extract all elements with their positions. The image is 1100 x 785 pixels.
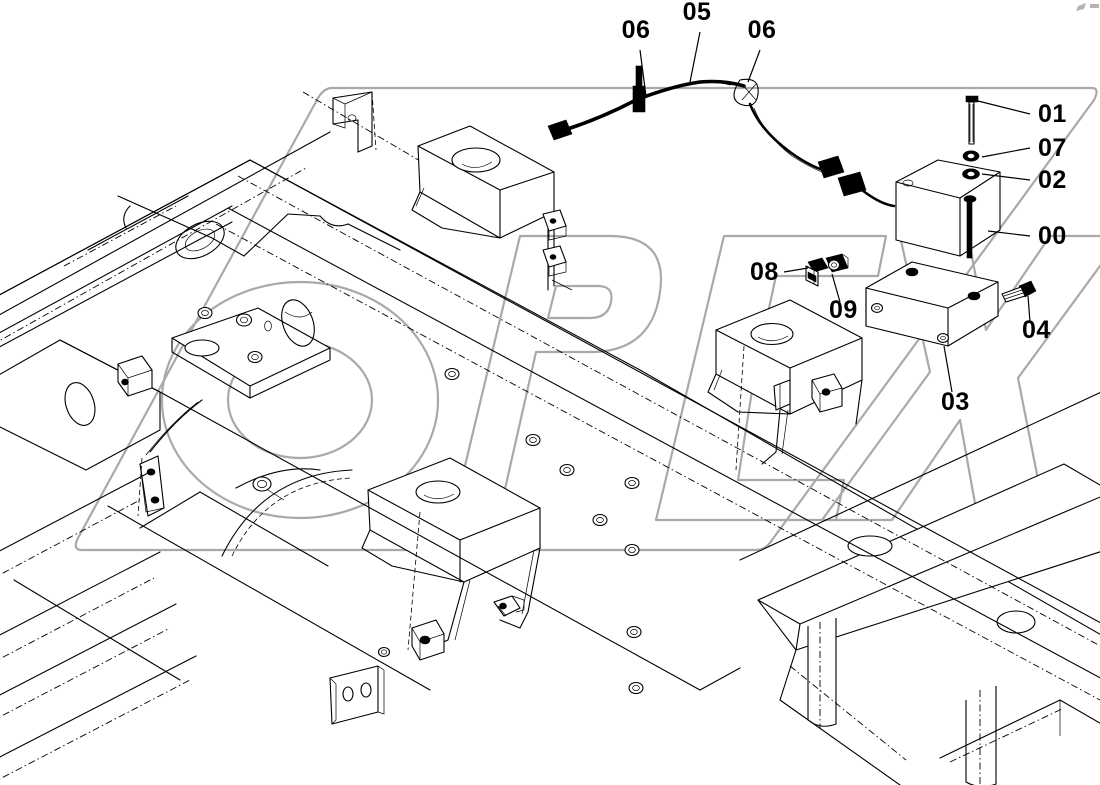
callout-09[interactable]: 09 <box>829 273 858 324</box>
corner-artifact-icon <box>1076 3 1099 11</box>
long-bolt-01 <box>965 95 979 145</box>
callout-label: 01 <box>1038 100 1067 128</box>
callout-label: 00 <box>1038 222 1067 250</box>
upper-left-bracket <box>332 91 377 153</box>
arc-nut <box>252 476 272 492</box>
callout-label: 08 <box>750 258 779 286</box>
callout-08[interactable]: 08 <box>750 258 809 286</box>
beam-nut-row <box>444 367 644 695</box>
wiring-harness-05 <box>547 65 896 208</box>
bottom-left-nut <box>377 646 391 658</box>
relay-box-00 <box>895 159 1001 259</box>
center-top-pedestal <box>411 125 555 291</box>
callout-label: 03 <box>941 388 970 416</box>
callout-06a[interactable]: 06 <box>622 16 651 97</box>
callout-03[interactable]: 03 <box>941 345 970 416</box>
lower-clips <box>411 595 525 661</box>
grommet-fitting-09 <box>825 253 849 273</box>
callout-label: 09 <box>829 296 858 324</box>
mounting-bracket-03 <box>865 261 999 347</box>
left-housing <box>0 195 401 517</box>
nut-07 <box>962 150 980 162</box>
callout-01[interactable]: 01 <box>977 100 1067 128</box>
callout-05[interactable]: 05 <box>683 0 712 83</box>
short-bolt-04 <box>1001 280 1037 303</box>
right-long-beam <box>739 392 1100 785</box>
frame-hardware-clips <box>542 209 573 291</box>
callout-04[interactable]: 04 <box>1022 295 1051 344</box>
callout-layer: 06 05 06 01 07 02 00 04 <box>622 0 1067 416</box>
callout-02[interactable]: 02 <box>981 166 1067 194</box>
right-center-pedestal <box>707 299 863 471</box>
washer-02 <box>962 168 980 180</box>
center-bottom-pedestal <box>361 457 541 651</box>
callout-07[interactable]: 07 <box>981 134 1067 162</box>
floor-panel-lines <box>0 471 431 780</box>
harness-clamp-right <box>733 78 759 107</box>
callout-00[interactable]: 00 <box>987 222 1067 250</box>
callout-06b[interactable]: 06 <box>747 16 777 83</box>
callout-label: 07 <box>1038 134 1067 162</box>
callout-label: 06 <box>748 16 777 44</box>
callout-label: 06 <box>622 16 651 44</box>
clip-bracket-08 <box>805 257 829 287</box>
bottom-left-mount-plate <box>329 665 385 725</box>
callout-label: 05 <box>683 0 712 26</box>
callout-label: 02 <box>1038 166 1067 194</box>
harness-clamp-left <box>632 65 646 113</box>
callout-label: 04 <box>1022 316 1051 344</box>
